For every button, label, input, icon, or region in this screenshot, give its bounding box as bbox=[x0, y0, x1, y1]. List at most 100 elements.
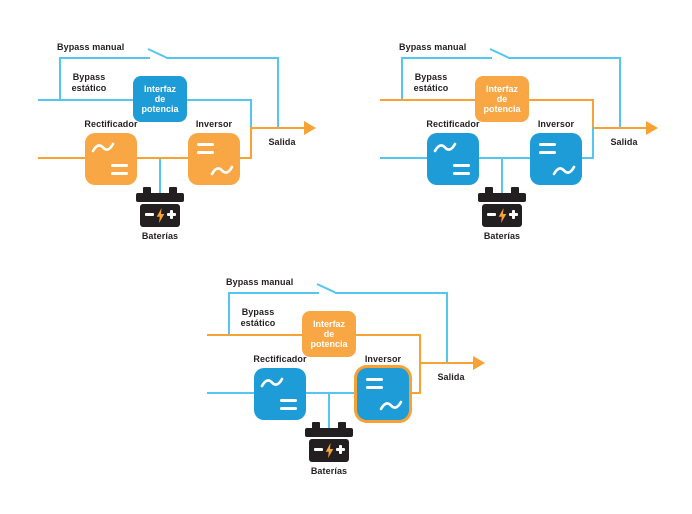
ac-sine-icon bbox=[210, 164, 234, 177]
open-switch-icon bbox=[489, 48, 509, 59]
output-line bbox=[250, 127, 306, 129]
battery-line bbox=[328, 394, 330, 428]
ac-sine-icon bbox=[433, 141, 457, 154]
lightning-bolt-icon bbox=[498, 208, 507, 223]
inverter-label: Inversor bbox=[537, 119, 575, 129]
dc-equals-icon bbox=[280, 399, 297, 410]
bypass-manual-leg-left bbox=[228, 292, 230, 336]
power-interface-box: Interfaz de potencia bbox=[133, 76, 187, 122]
bypass-manual-leg-right bbox=[619, 57, 621, 128]
rectifier-box bbox=[427, 133, 479, 185]
inverter-box bbox=[357, 368, 409, 420]
bypass-manual-line-right bbox=[166, 57, 279, 59]
bypass-manual-line-left bbox=[228, 292, 319, 294]
rectifier-label: Rectificador bbox=[253, 354, 307, 364]
diagram-static-bypass: Bypass manual Bypass estático Salida Int… bbox=[372, 35, 662, 250]
inverter-output-line bbox=[409, 392, 421, 394]
battery-plus-icon bbox=[509, 210, 518, 219]
input-line bbox=[380, 157, 427, 159]
battery-minus-icon bbox=[145, 213, 154, 216]
bypass-manual-line-left bbox=[401, 57, 492, 59]
bypass-manual-line-left bbox=[59, 57, 150, 59]
inverter-riser-line bbox=[592, 127, 594, 159]
open-switch-icon bbox=[316, 283, 336, 294]
dc-equals-icon bbox=[111, 164, 128, 175]
bypass-manual-label: Bypass manual bbox=[399, 42, 467, 52]
inverter-output-line bbox=[582, 157, 594, 159]
rectifier-label: Rectificador bbox=[84, 119, 138, 129]
diagram-inverter-highlight: Bypass manual Bypass estático Salida Int… bbox=[199, 270, 489, 485]
power-interface-box: Interfaz de potencia bbox=[302, 311, 356, 357]
battery-line bbox=[501, 159, 503, 193]
battery-terminal bbox=[312, 422, 320, 429]
input-line bbox=[207, 392, 254, 394]
ac-sine-icon bbox=[552, 164, 576, 177]
input-line bbox=[38, 157, 85, 159]
battery-top-bar bbox=[136, 193, 184, 202]
ac-sine-icon bbox=[379, 399, 403, 412]
bypass-manual-leg-left bbox=[59, 57, 61, 101]
rectifier-inverter-line bbox=[479, 157, 530, 159]
bypass-output-drop-line bbox=[419, 334, 421, 363]
power-interface-box: Interfaz de potencia bbox=[475, 76, 529, 122]
batteries-label: Baterías bbox=[141, 231, 179, 241]
battery-top-bar bbox=[305, 428, 353, 437]
lightning-bolt-icon bbox=[325, 443, 334, 458]
inverter-box bbox=[530, 133, 582, 185]
battery-icon bbox=[478, 187, 526, 227]
static-bypass-label: Bypass estático bbox=[240, 307, 276, 328]
battery-line bbox=[159, 159, 161, 193]
inverter-output-line bbox=[240, 157, 252, 159]
output-label: Salida bbox=[437, 372, 465, 382]
lightning-bolt-icon bbox=[156, 208, 165, 223]
battery-icon bbox=[136, 187, 184, 227]
ac-sine-icon bbox=[91, 141, 115, 154]
dc-equals-icon bbox=[197, 143, 214, 154]
battery-terminal bbox=[169, 187, 177, 194]
batteries-label: Baterías bbox=[310, 466, 348, 476]
bypass-manual-leg-right bbox=[446, 292, 448, 363]
bypass-output-drop-line bbox=[592, 99, 594, 128]
output-line bbox=[592, 127, 648, 129]
bypass-manual-leg-left bbox=[401, 57, 403, 101]
output-arrow-icon bbox=[304, 121, 316, 135]
battery-terminal bbox=[338, 422, 346, 429]
bypass-manual-label: Bypass manual bbox=[226, 277, 294, 287]
rectifier-box bbox=[85, 133, 137, 185]
static-bypass-label: Bypass estático bbox=[71, 72, 107, 93]
output-line bbox=[419, 362, 475, 364]
batteries-label: Baterías bbox=[483, 231, 521, 241]
battery-plus-icon bbox=[167, 210, 176, 219]
static-bypass-label: Bypass estático bbox=[413, 72, 449, 93]
bypass-manual-line-right bbox=[508, 57, 621, 59]
dc-equals-icon bbox=[366, 378, 383, 389]
battery-terminal bbox=[485, 187, 493, 194]
dc-equals-icon bbox=[539, 143, 556, 154]
rectifier-label: Rectificador bbox=[426, 119, 480, 129]
bypass-manual-line-right bbox=[335, 292, 448, 294]
battery-icon bbox=[305, 422, 353, 462]
inverter-riser-line bbox=[419, 362, 421, 394]
ac-sine-icon bbox=[260, 376, 284, 389]
output-arrow-icon bbox=[473, 356, 485, 370]
rectifier-box bbox=[254, 368, 306, 420]
diagram-double-conversion: Bypass manual Bypass estático Salida Int… bbox=[30, 35, 320, 250]
inverter-box bbox=[188, 133, 240, 185]
inverter-riser-line bbox=[250, 127, 252, 159]
battery-terminal bbox=[143, 187, 151, 194]
rectifier-inverter-line bbox=[137, 157, 188, 159]
battery-terminal bbox=[511, 187, 519, 194]
battery-top-bar bbox=[478, 193, 526, 202]
inverter-label: Inversor bbox=[195, 119, 233, 129]
bypass-output-drop-line bbox=[250, 99, 252, 128]
bypass-manual-leg-right bbox=[277, 57, 279, 128]
output-label: Salida bbox=[610, 137, 638, 147]
output-label: Salida bbox=[268, 137, 296, 147]
inverter-label: Inversor bbox=[364, 354, 402, 364]
open-switch-icon bbox=[147, 48, 167, 59]
rectifier-inverter-line bbox=[306, 392, 357, 394]
battery-minus-icon bbox=[487, 213, 496, 216]
dc-equals-icon bbox=[453, 164, 470, 175]
output-arrow-icon bbox=[646, 121, 658, 135]
